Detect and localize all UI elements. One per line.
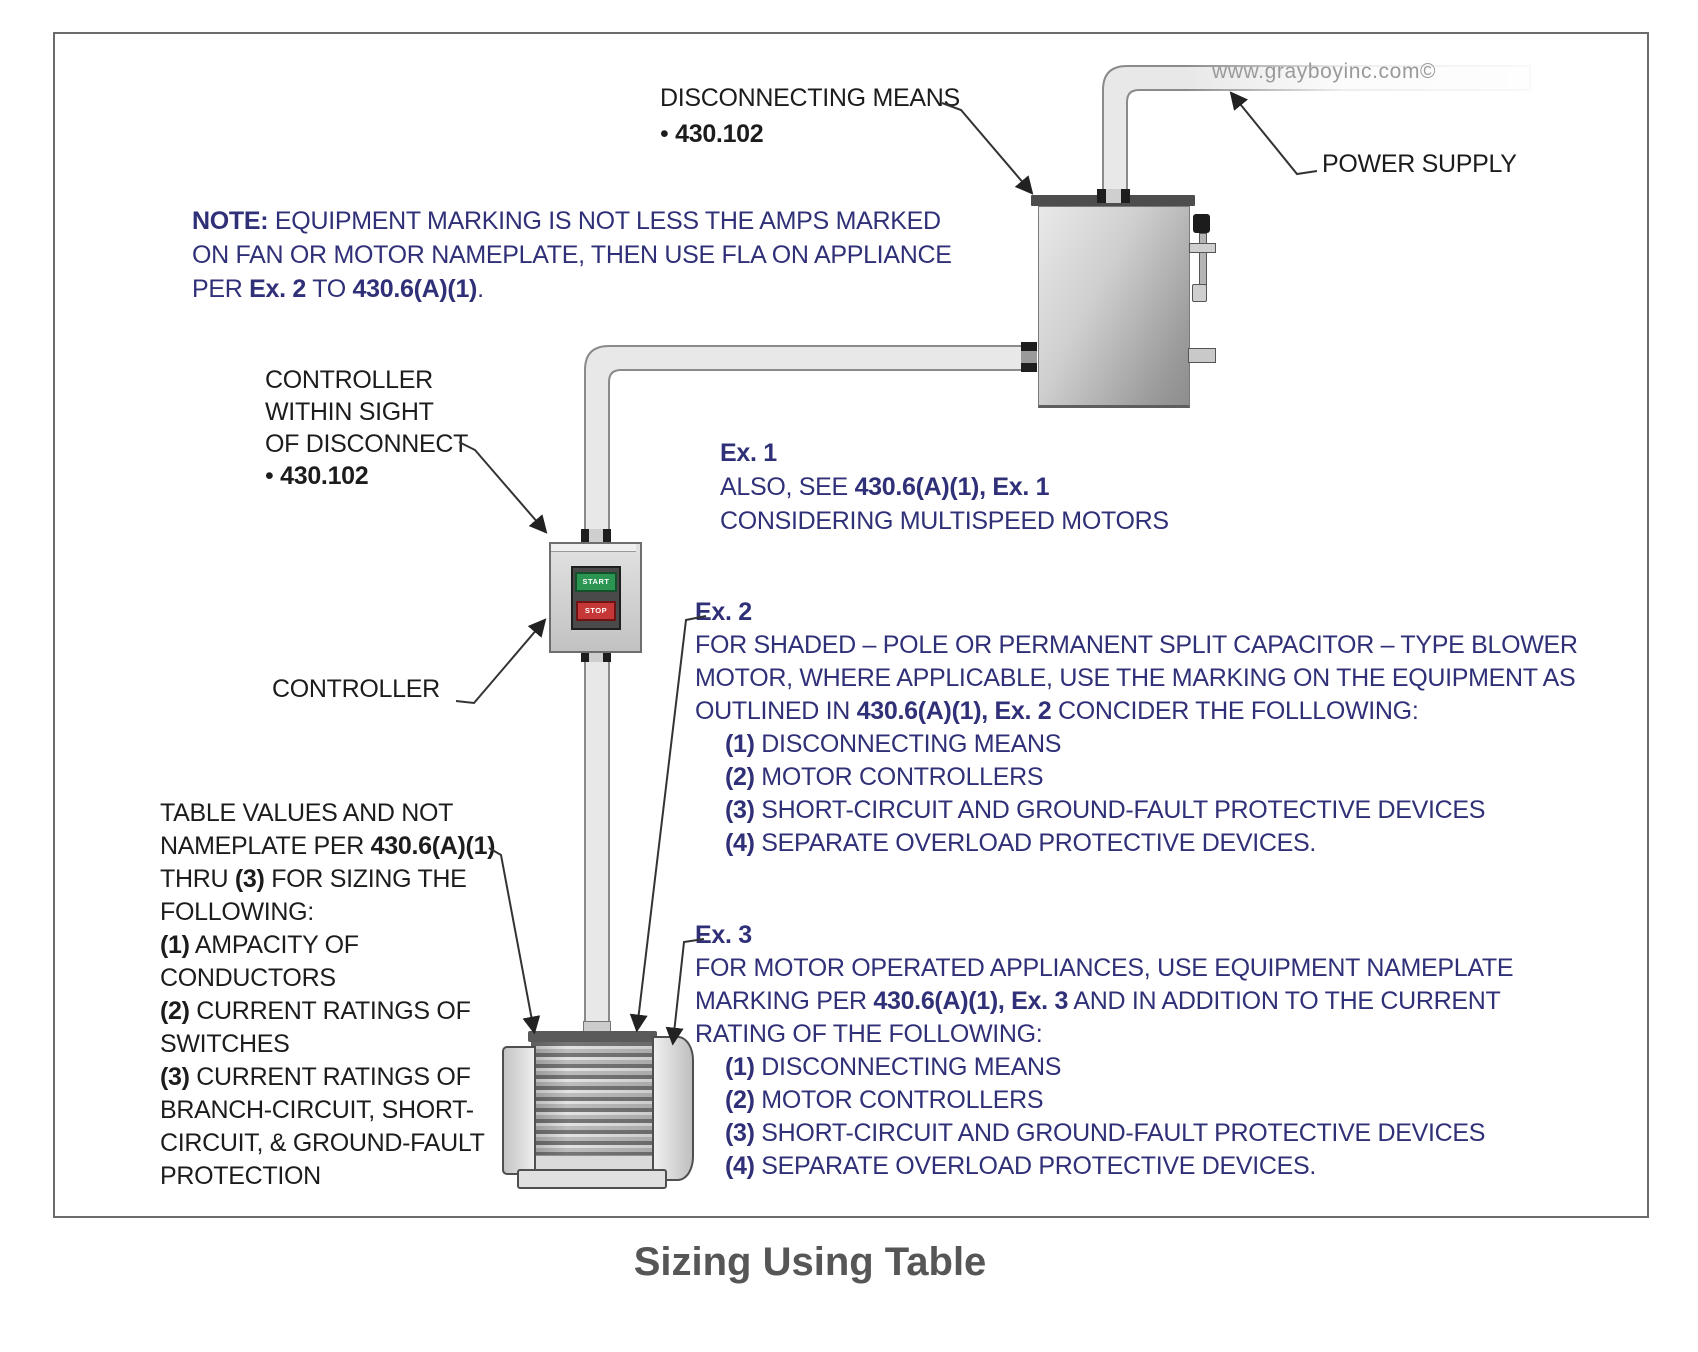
motor-left-cap — [502, 1046, 536, 1175]
page-title: Sizing Using Table — [633, 1240, 987, 1284]
controller-box-top-strip — [551, 544, 636, 552]
motor-top-bar — [528, 1031, 657, 1042]
label-controller: CONTROLLER — [272, 675, 440, 703]
disconnect-handle-hook — [1192, 284, 1207, 302]
motor-base — [517, 1169, 667, 1189]
motor-right-end-bell — [652, 1036, 694, 1181]
disconnect-handle-bracket — [1189, 243, 1216, 253]
label-power-supply: POWER SUPPLY — [1322, 150, 1517, 178]
stop-button: STOP — [576, 601, 616, 621]
conduit-fitting-disconnect-top — [1097, 189, 1130, 203]
disconnect-side-stub — [1188, 348, 1216, 363]
start-button: START — [575, 572, 617, 592]
conduit-fitting-disconnect-left — [1021, 342, 1037, 372]
conduit-fitting-controller-top — [581, 529, 611, 543]
disconnect-handle-knob — [1193, 214, 1210, 233]
disconnect-box — [1038, 206, 1190, 408]
note-text: NOTE: EQUIPMENT MARKING IS NOT LESS THE … — [192, 207, 952, 303]
label-disconnecting-means: DISCONNECTING MEANS• 430.102 — [660, 84, 960, 148]
motor-lower-body — [531, 1155, 652, 1172]
motor-fins — [531, 1042, 652, 1155]
watermark: www.grayboyinc.com© — [1212, 60, 1437, 83]
